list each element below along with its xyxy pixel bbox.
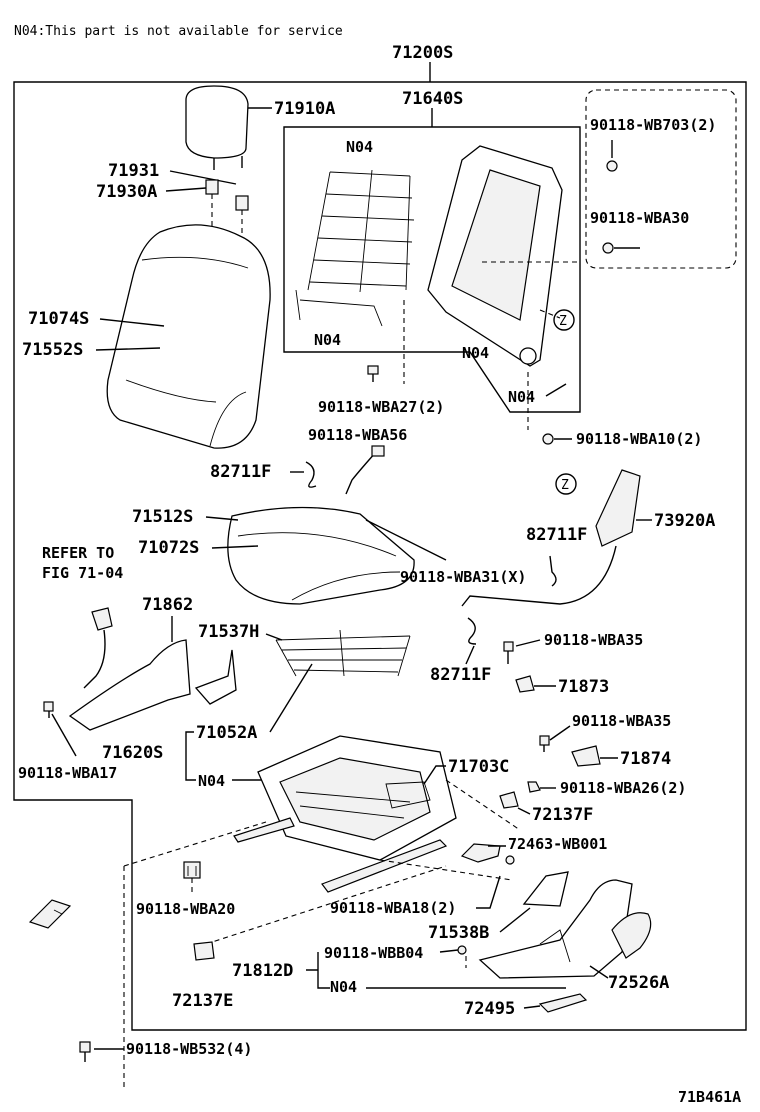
label-71072s: 71072S <box>138 538 199 558</box>
nut-icon <box>542 433 554 445</box>
spring-mat-icon <box>295 169 415 327</box>
z-mark-2: Z <box>561 478 569 493</box>
label-n04-spring: N04 <box>314 331 341 349</box>
seatback-cover-icon <box>106 224 271 449</box>
assembly-outline <box>13 81 747 1031</box>
label-90118-wba27: 90118-WBA27(2) <box>318 398 444 416</box>
label-71512s: 71512S <box>132 507 193 527</box>
label-90118-wba10: 90118-WBA10(2) <box>576 430 702 448</box>
bolt-icon <box>79 1041 91 1062</box>
spring-71537h-icon <box>275 629 411 677</box>
shield-71862-icon <box>68 639 191 731</box>
rail-icon <box>233 817 295 843</box>
label-71910a: 71910A <box>274 99 335 119</box>
bolt-group-box <box>585 89 737 269</box>
seatback-frame-icon <box>427 145 563 367</box>
label-72137f: 72137F <box>532 805 593 825</box>
cover-71873-icon <box>515 675 535 693</box>
label-71703c: 71703C <box>448 757 509 777</box>
headrest-icon <box>185 85 249 170</box>
airbag-harness-icon <box>461 545 617 607</box>
label-82711f-1: 82711F <box>210 462 271 482</box>
clip-icon <box>467 617 477 645</box>
label-n04-top: N04 <box>346 138 373 156</box>
cover-71874-icon <box>571 745 601 767</box>
label-90118-wba26: 90118-WBA26(2) <box>560 779 686 797</box>
label-73920a: 73920A <box>654 511 715 531</box>
label-90118-wba18: 90118-WBA18(2) <box>330 899 456 917</box>
label-refer-to: REFER TO <box>42 544 114 562</box>
z-mark-1: Z <box>559 314 567 329</box>
label-82711f-3: 82711F <box>430 665 491 685</box>
cover-72495-icon <box>538 993 588 1013</box>
label-82711f-2: 82711F <box>526 525 587 545</box>
label-71874: 71874 <box>620 749 671 769</box>
label-71931: 71931 <box>108 161 159 181</box>
nut-icon <box>457 945 467 955</box>
label-90118-wba17: 90118-WBA17 <box>18 764 117 782</box>
front-arrow-icon <box>28 899 72 929</box>
bolt-icon <box>43 701 54 718</box>
label-n04-shield: N04 <box>330 978 357 996</box>
airbag-icon <box>595 469 641 547</box>
clip-72137f-icon <box>499 791 519 809</box>
harness-icon <box>345 451 377 495</box>
label-72137e: 72137E <box>172 991 233 1011</box>
bolt-icon <box>183 861 201 879</box>
label-71538b: 71538B <box>428 923 489 943</box>
label-90118-wba31: 90118-WBA31(X) <box>400 568 526 586</box>
bolt-icon <box>527 781 541 793</box>
wire-71703c-icon <box>385 781 431 809</box>
label-90118-wba35-2: 90118-WBA35 <box>572 712 671 730</box>
label-90118-wb532: 90118-WB532(4) <box>126 1040 252 1058</box>
bracket-icon <box>194 649 237 705</box>
label-n04-frame: N04 <box>462 344 489 362</box>
nut-icon <box>505 855 515 865</box>
nut-icon <box>606 160 618 172</box>
seat-adjuster-icon <box>257 735 457 861</box>
label-90118-wbb04: 90118-WBB04 <box>324 944 423 962</box>
nut-icon <box>602 242 614 254</box>
label-71537h: 71537H <box>198 622 259 642</box>
figure-code: 71B461A <box>678 1088 741 1106</box>
label-71200s: 71200S <box>392 43 453 63</box>
bolt-icon <box>503 641 514 664</box>
label-n04-small: N04 <box>508 388 535 406</box>
label-71930a: 71930A <box>96 182 157 202</box>
label-71052a: 71052A <box>196 723 257 743</box>
clip-72137e-icon <box>193 941 215 961</box>
shield-71538b-icon <box>522 871 569 907</box>
label-71640s: 71640S <box>402 89 463 109</box>
label-90118-wba20: 90118-WBA20 <box>136 900 235 918</box>
label-fig-71-04: FIG 71-04 <box>42 564 123 582</box>
clip-icon <box>305 461 317 488</box>
shield-71812d-icon <box>478 879 633 979</box>
label-90118-wb703: 90118-WB703(2) <box>590 116 716 134</box>
label-71812d: 71812D <box>232 961 293 981</box>
header-note: N04:This part is not available for servi… <box>14 24 343 39</box>
knob-72526a-icon <box>611 912 652 959</box>
frame-box <box>283 126 581 413</box>
buckle-icon <box>83 607 113 689</box>
label-71862: 71862 <box>142 595 193 615</box>
label-72463-wb001: 72463-WB001 <box>508 835 607 853</box>
guide-icon <box>235 195 249 211</box>
label-90118-wba35-1: 90118-WBA35 <box>544 631 643 649</box>
bolt-icon <box>367 365 379 382</box>
rod-icon <box>460 843 501 863</box>
label-71620s: 71620S <box>102 743 163 763</box>
label-90118-wba30: 90118-WBA30 <box>590 209 689 227</box>
rail-icon <box>321 839 448 893</box>
label-n04-adj: N04 <box>198 772 225 790</box>
label-71552s: 71552S <box>22 340 83 360</box>
label-71074s: 71074S <box>28 309 89 329</box>
bolt-icon <box>539 735 550 752</box>
label-90118-wba56: 90118-WBA56 <box>308 426 407 444</box>
label-71873: 71873 <box>558 677 609 697</box>
label-72495: 72495 <box>464 999 515 1019</box>
cushion-cover-icon <box>227 506 415 605</box>
guide-icon <box>205 179 219 195</box>
label-72526a: 72526A <box>608 973 669 993</box>
